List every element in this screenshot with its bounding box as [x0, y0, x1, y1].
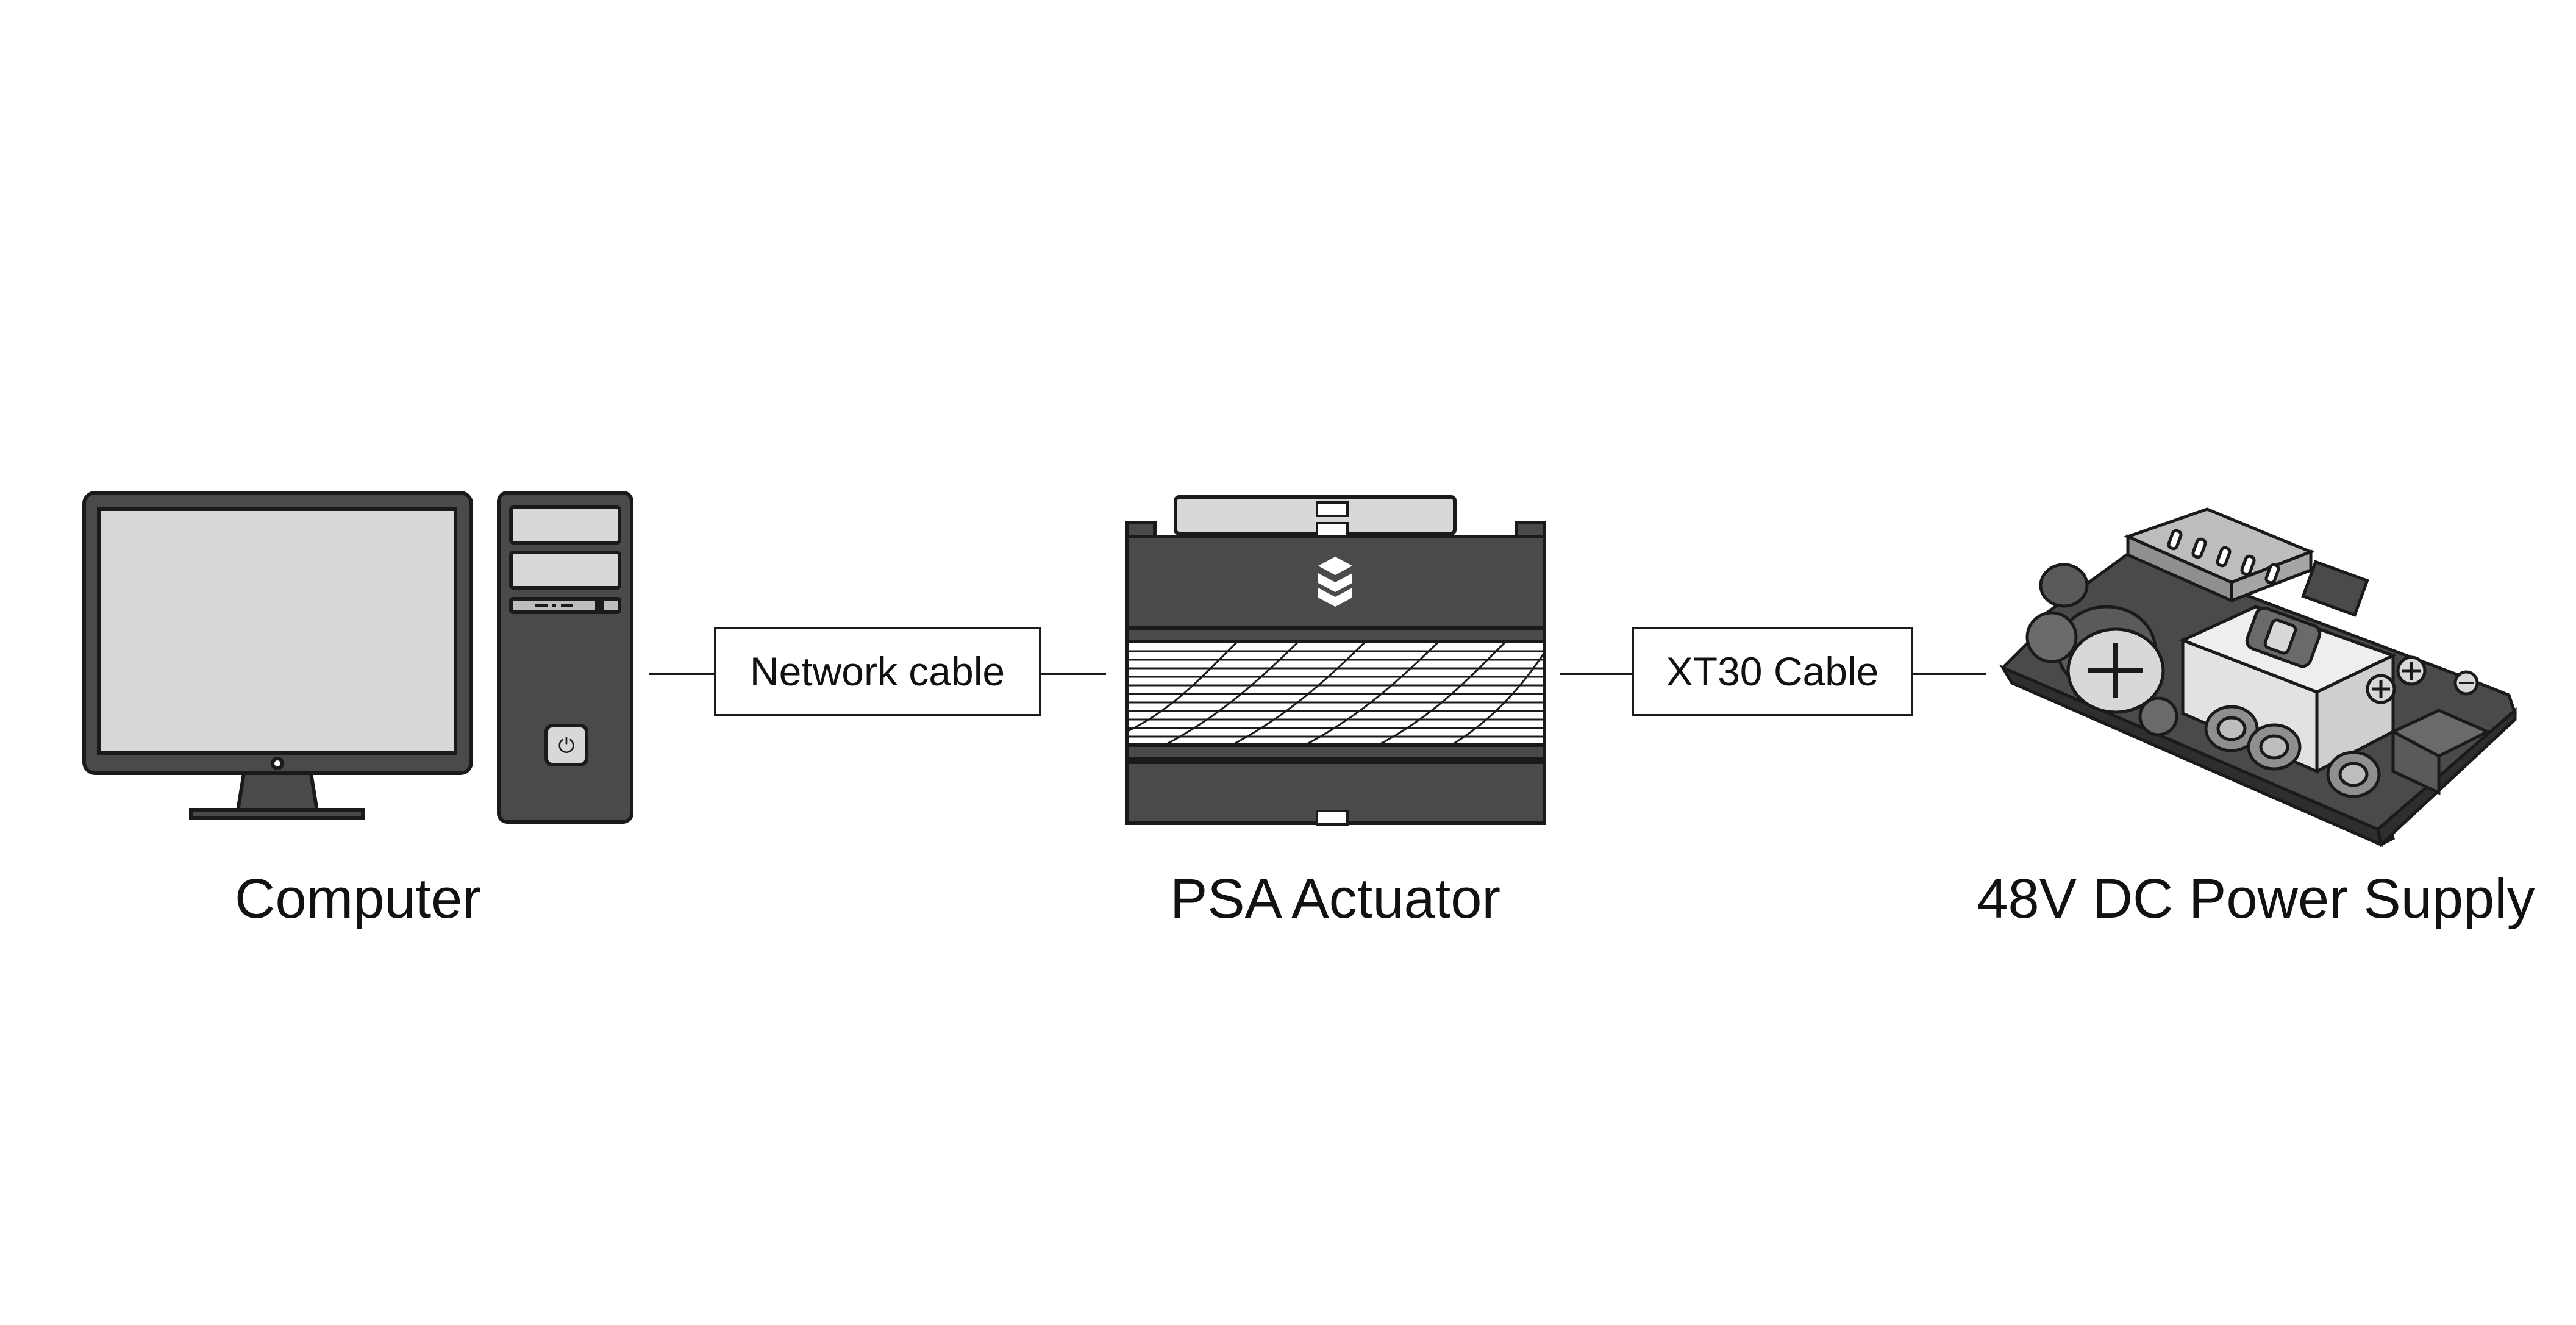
power-button-icon: ⏻	[544, 724, 588, 766]
psa-actuator-label: PSA Actuator	[1170, 868, 1500, 930]
svg-text:⏻: ⏻	[558, 734, 575, 758]
network-cable-box	[714, 627, 1041, 716]
network-cable-label: Network cable	[750, 649, 1005, 694]
desktop-computer-icon: ⏻	[82, 491, 633, 824]
monitor-icon	[82, 491, 473, 820]
xt30-cable-label: XT30 Cable	[1666, 649, 1879, 694]
heatsink-icon	[2124, 507, 2315, 603]
power-supply-board-icon	[1999, 507, 2517, 848]
terminal-block-icon	[2366, 655, 2491, 795]
psa-actuator-icon	[1125, 495, 1546, 826]
pc-tower-icon: ⏻	[497, 491, 633, 824]
power-supply-label: 48V DC Power Supply	[1977, 868, 2535, 930]
network-cable-connector: Network cable	[649, 627, 1106, 716]
brand-logo-icon	[1318, 557, 1352, 607]
capacitor-icon	[2056, 605, 2165, 714]
computer-label: Computer	[235, 868, 481, 930]
xt30-cable-box	[1632, 627, 1913, 716]
actuator-stripe-pattern	[1126, 640, 1546, 746]
xt30-cable-connector: XT30 Cable	[1560, 627, 1986, 716]
